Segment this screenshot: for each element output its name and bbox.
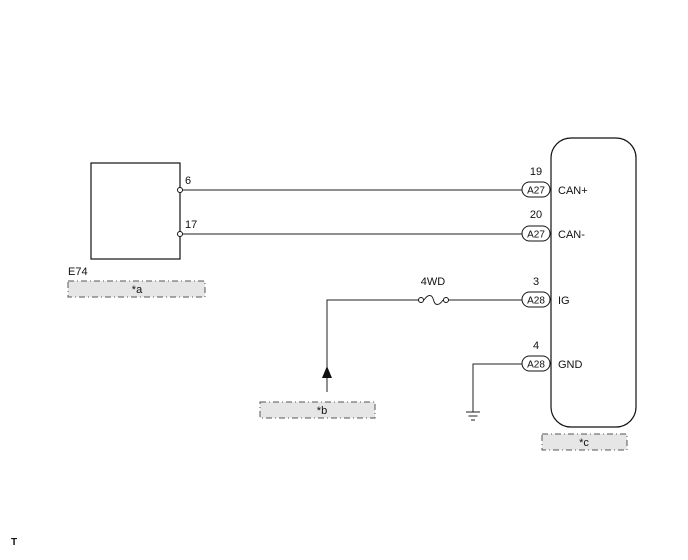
pin-3-label: 3 [533,276,539,288]
signal-gnd-label: GND [558,359,583,371]
footer-mark: T [11,537,17,548]
connector-a28-badge-1 [521,291,551,308]
e74-pin17-terminal [177,231,183,237]
tag-b-label: *b [317,405,327,417]
tag-a-box [67,280,206,298]
pin-20-label: 20 [530,209,542,221]
fuse-label: 4WD [421,276,446,288]
signal-can-high-label: CAN+ [558,185,588,197]
connector-a28-badge-2 [521,355,551,372]
e74-pin-bottom-label: 17 [185,219,197,231]
tag-c-label: *c [579,437,589,449]
fuse-left-terminal [418,297,424,303]
connector-a27-badge-1 [521,181,551,198]
tag-b-box [259,401,376,419]
tag-c-box [541,433,628,451]
e74-component-box [90,162,181,260]
e74-pin-top-label: 6 [185,175,191,187]
right-component-box [550,137,637,428]
connector-a27-badge-2 [521,225,551,242]
connector-a28-label-2: A28 [527,360,545,371]
ground-wire [472,363,522,412]
fuse-right-terminal [443,297,449,303]
fuse-symbol [423,295,444,305]
connector-a28-label-1: A28 [527,296,545,307]
pin-19-label: 19 [530,166,542,178]
ig-feed-wire [326,299,419,392]
signal-ig-label: IG [558,295,570,307]
e74-component-name: E74 [68,266,88,278]
tag-a-label: *a [132,284,143,296]
connector-a27-label-2: A27 [527,230,545,241]
pin-4-label: 4 [533,340,539,352]
connector-a27-label-1: A27 [527,186,545,197]
power-arrow-icon [322,366,332,378]
signal-can-low-label: CAN- [558,229,585,241]
e74-pin6-terminal [177,187,183,193]
